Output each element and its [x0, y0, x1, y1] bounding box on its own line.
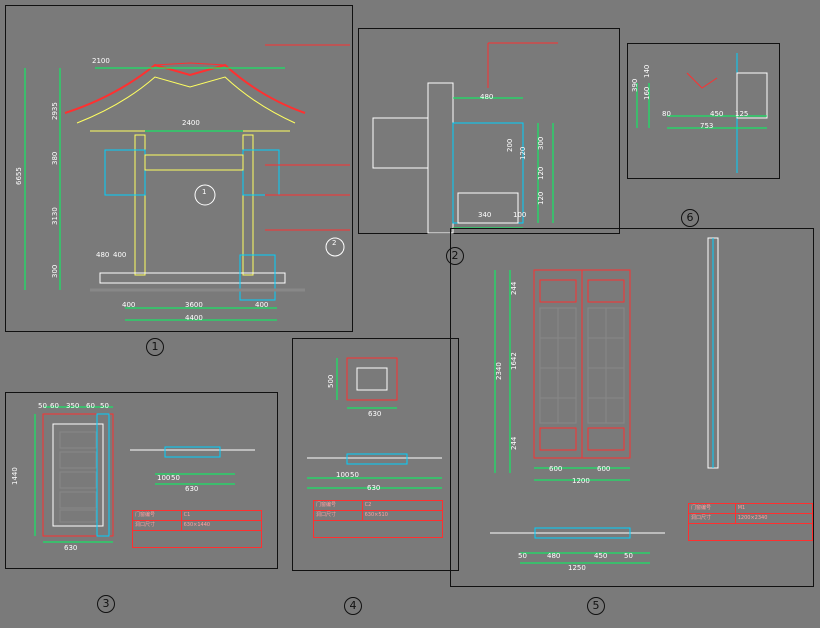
- p3-table-val-1: C1: [183, 512, 191, 518]
- p3-dim-60a: 60: [50, 402, 59, 410]
- p2-dim-120: 120: [519, 146, 527, 160]
- p1-dim-300: 300: [51, 264, 59, 278]
- panel-6-drawing: [636, 53, 768, 173]
- p5-dim-50: 50: [518, 552, 527, 560]
- panel-3-frame: [5, 392, 278, 569]
- p1-dim-2935: 2935: [51, 102, 59, 120]
- p2-dim-200: 200: [506, 138, 514, 152]
- p5-dim-244a: 244: [510, 281, 518, 295]
- panel-2-number: 2: [446, 247, 464, 265]
- panel-5-number: 5: [587, 597, 605, 615]
- panel-3-number: 3: [97, 595, 115, 613]
- p5-table-val-1: M1: [737, 505, 746, 511]
- p3-dim-1440: 1440: [11, 467, 19, 485]
- p4-dim-500: 500: [327, 374, 335, 388]
- p2-dim-300: 300: [537, 136, 545, 150]
- p4-table-val-2: 630×510: [364, 512, 388, 518]
- p5-dim-2340: 2340: [495, 362, 503, 380]
- p4-table-key-1: 门窗编号: [314, 501, 363, 510]
- p1-dim-380: 380: [51, 151, 59, 165]
- p2-dim-100: 100: [513, 211, 527, 219]
- p5-dim-1250: 1250: [568, 564, 586, 572]
- p3-dim-630: 630: [64, 544, 78, 552]
- p2-dim-120c: 120: [537, 191, 545, 205]
- p6-dim-390: 390: [631, 78, 639, 92]
- p1-dim-3600: 3600: [185, 301, 203, 309]
- p4-sec-630: 630: [367, 484, 381, 492]
- p6-dim-160: 160: [643, 86, 651, 100]
- p5-table-note: [689, 524, 812, 533]
- p3-dim-50a: 50: [38, 402, 47, 410]
- p2-dim-120b: 120: [537, 166, 545, 180]
- p5-table-val-2: 1200×2340: [737, 515, 768, 521]
- p5-dim-50b: 50: [624, 552, 633, 560]
- panel-1-drawing: [24, 44, 350, 321]
- p1-callout-1: 1: [202, 188, 207, 196]
- p5-dim-600a: 600: [549, 465, 563, 473]
- p6-dim-125: 125: [735, 110, 749, 118]
- p1-dim-3130: 3130: [51, 207, 59, 225]
- p4-table-key-2: 洞口尺寸: [314, 511, 363, 520]
- p3-sec-100: 100: [157, 474, 171, 482]
- p3-table-key-1: 门窗编号: [133, 511, 182, 520]
- p1-dim-400: 400: [113, 251, 127, 259]
- p1-dim-480: 480: [96, 251, 110, 259]
- p5-dim-1642: 1642: [510, 352, 518, 370]
- p5-dim-600b: 600: [597, 465, 611, 473]
- p2-dim-480: 480: [480, 93, 494, 101]
- p3-dim-350: 350: [66, 402, 80, 410]
- p3-sec-630: 630: [185, 485, 199, 493]
- panel-5-drawing: [490, 237, 719, 564]
- p4-table-note: [314, 521, 442, 530]
- p4-sec-50: 50: [350, 471, 359, 479]
- p1-dim-right-400: 400: [255, 301, 269, 309]
- panel-6-frame: [627, 43, 780, 179]
- p1-dim-2400: 2400: [182, 119, 200, 127]
- p3-dim-60b: 60: [86, 402, 95, 410]
- panel-3-drawing: [34, 406, 255, 543]
- p5-dim-1200: 1200: [572, 477, 590, 485]
- p5-table-key-2: 洞口尺寸: [689, 514, 736, 523]
- p5-dim-450: 450: [594, 552, 608, 560]
- panel-4-number: 4: [344, 597, 362, 615]
- p3-sec-50: 50: [171, 474, 180, 482]
- panel-1-frame: [5, 5, 353, 332]
- p6-dim-753: 753: [700, 122, 714, 130]
- panel-2-drawing: [372, 42, 558, 234]
- p3-table-key-2: 洞口尺寸: [133, 521, 182, 530]
- p1-dim-6655: 6655: [15, 167, 23, 185]
- p4-dim-630: 630: [368, 410, 382, 418]
- p1-dim-2100: 2100: [92, 57, 110, 65]
- p3-table-note: [133, 531, 261, 540]
- panel-4-frame: [292, 338, 459, 571]
- p3-table-val-2: 630×1440: [183, 522, 211, 528]
- p5-table-key-1: 门窗编号: [689, 504, 736, 513]
- p6-dim-450: 450: [710, 110, 724, 118]
- panel-6-number: 6: [681, 209, 699, 227]
- p1-dim-4400: 4400: [185, 314, 203, 322]
- p6-dim-80: 80: [662, 110, 671, 118]
- p1-callout-2: 2: [332, 239, 337, 247]
- panel-2-frame: [358, 28, 620, 234]
- panel-5-frame: [450, 228, 814, 587]
- panel-1-number: 1: [146, 338, 164, 356]
- p3-dim-50b: 50: [100, 402, 109, 410]
- p2-dim-340: 340: [478, 211, 492, 219]
- p5-dim-244b: 244: [510, 436, 518, 450]
- p4-table-val-1: C2: [364, 502, 372, 508]
- p6-dim-140: 140: [643, 64, 651, 78]
- p4-sec-100: 100: [336, 471, 350, 479]
- panel-4-drawing: [307, 357, 442, 489]
- p5-dim-480: 480: [547, 552, 561, 560]
- p1-dim-left-400: 400: [122, 301, 136, 309]
